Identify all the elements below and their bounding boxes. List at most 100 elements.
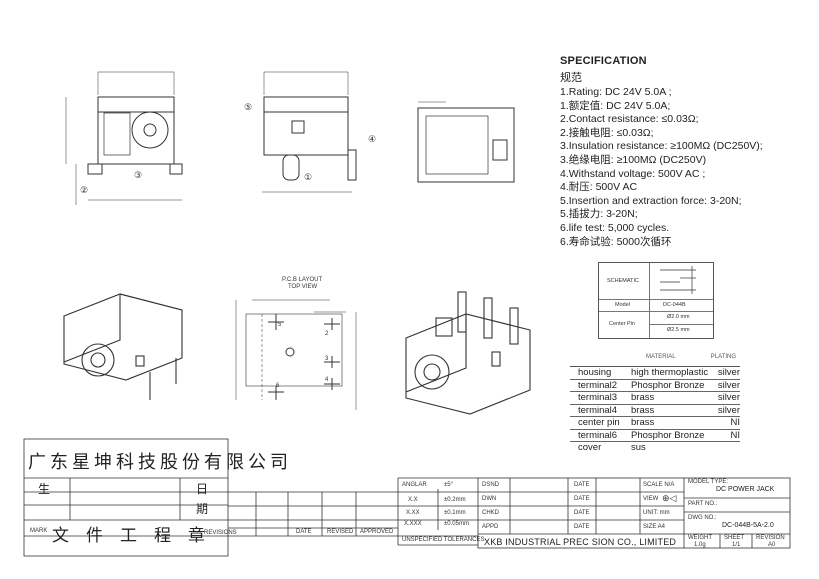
material-name: brass [631, 392, 655, 403]
stamp-date-qi: 期 [196, 502, 209, 516]
revisions-mark-label: MARK [30, 528, 48, 534]
material-plating: silver [717, 404, 740, 416]
weight-value: 1.0g [694, 542, 706, 548]
title-block-frame [23, 438, 791, 557]
signoff-date-label: DATE [574, 510, 590, 516]
weight-label: WEIGHT [688, 535, 712, 541]
spec-line: 1.额定值: DC 24V 5.0A; [560, 99, 671, 112]
material-name: Phosphor Bronze [631, 379, 705, 391]
chkd-label: CHKD [482, 510, 500, 516]
tolerance-label: X.XXX [404, 521, 422, 527]
material-plating: NI [730, 417, 741, 428]
pcb-pin-5: 5 [278, 322, 282, 328]
stamp-sheng: 生 [38, 482, 51, 496]
revised-label: REVISED [327, 529, 354, 535]
material-plating: silver [717, 392, 740, 403]
pcb-layout-subtitle: TOP VIEW [288, 284, 318, 290]
isometric-view-right [405, 291, 531, 415]
schematic-model-value: DC-044B [663, 302, 686, 308]
dsnd-label: DSND [482, 482, 500, 488]
table-row: terminal3 brass silver [570, 392, 740, 405]
sheet-value: 1/1 [732, 542, 741, 548]
schematic-model-label: Model [615, 302, 630, 308]
isometric-view-left [63, 293, 183, 400]
pcb-pin-2: 2 [325, 331, 329, 337]
pcb-pin-4: 4 [325, 377, 329, 383]
revision-date-label: DATE [296, 529, 312, 535]
tolerance-value: ±0.2mm [444, 497, 466, 503]
material-part: terminal6 [578, 429, 618, 441]
doc-stamp-char: 章 [188, 526, 205, 546]
part-no-label: PART NO.: [688, 501, 718, 507]
spec-line: 2.Contact resistance: ≤0.03Ω; [560, 113, 699, 126]
schematic-label: SCHEMATIC [607, 278, 639, 284]
materials-header: MATERIAL PLATING [570, 354, 740, 367]
revisions-label: REVISIONS [204, 530, 237, 536]
callout-5: ⑤ [244, 102, 253, 112]
material-part: cover [578, 442, 602, 453]
side-view-drawing [262, 71, 357, 193]
schematic-symbol [660, 266, 696, 294]
schematic-center-pin-label: Center Pin [609, 321, 635, 327]
material-part: center pin [578, 417, 620, 428]
unit-label: UNIT: mm [643, 510, 670, 516]
material-plating: silver [717, 367, 740, 378]
spec-line: 5.插拔力: 3-20N; [560, 208, 638, 221]
dwg-no-value: DC-044B-5A-2.0 [722, 522, 774, 529]
doc-stamp-char: 文 [52, 526, 69, 546]
callout-2: ② [80, 185, 89, 195]
tolerance-angle-value: ±5° [444, 482, 454, 488]
callout-4: ④ [368, 134, 377, 144]
spec-line: 4.耐压: 500V AC [560, 181, 638, 194]
spec-line: 6.life test: 5,000 cycles. [560, 221, 670, 234]
company-name-en: XKB INDUSTRIAL PREC SION CO., LIMITED [484, 537, 677, 547]
material-plating: silver [717, 379, 740, 391]
doc-stamp-char: 工 [120, 526, 137, 546]
pcb-layout-drawing [235, 299, 357, 410]
scale-label: SCALE N/A [643, 482, 675, 488]
material-plating: NI [730, 429, 741, 441]
spec-heading-cn: 规范 [560, 72, 582, 84]
materials-header-material: MATERIAL [646, 354, 676, 360]
unspecified-tolerances-label: UNSPECIFIED TOLERANCES [402, 537, 485, 543]
stamp-date-ri: 日 [196, 482, 209, 496]
model-type-value: DC POWER JACK [716, 486, 775, 493]
appd-label: APPD [482, 524, 499, 530]
pcb-pin-6: 6 [276, 383, 280, 389]
signoff-date-label: DATE [574, 482, 590, 488]
material-part: terminal3 [578, 392, 618, 403]
tolerance-value: ±0.1mm [444, 510, 466, 516]
doc-stamp-char: 程 [154, 526, 171, 546]
revision-label: REVISION [756, 535, 785, 541]
tolerance-angle-label: ANGLAR [402, 482, 427, 488]
dwg-no-label: DWG NO.: [688, 515, 717, 521]
revision-value: A0 [768, 542, 776, 548]
material-part: terminal4 [578, 404, 618, 416]
spec-line: 4.Withstand voltage: 500V AC ; [560, 167, 706, 180]
materials-table: MATERIAL PLATING housing high thermoplas… [570, 354, 740, 454]
front-view-drawing [65, 71, 183, 205]
size-label: SIZE A4 [643, 524, 666, 530]
approved-label: APPROVED [360, 529, 394, 535]
material-part: housing [578, 367, 612, 378]
spec-line: 3.Insulation resistance: ≥100MΩ (DC250V)… [560, 140, 763, 153]
table-row: center pin brass NI [570, 417, 740, 430]
spec-line: 3.绝缘电阻: ≥100MΩ (DC250V) [560, 153, 707, 166]
company-name-cn: 广东星坤科技股份有限公司 [28, 452, 292, 473]
pcb-pin-3: 3 [325, 356, 329, 362]
pcb-layout-title: P.C.B LAYOUT [282, 277, 323, 283]
material-name: brass [631, 404, 655, 416]
projection-icon: ⊕◁ [662, 493, 677, 503]
spec-line: 1.Rating: DC 24V 5.0A ; [560, 86, 672, 98]
spec-line: 6.寿命试验: 5000次循环 [560, 235, 672, 248]
material-name: brass [631, 417, 655, 428]
specification-block: SPECIFICATION 规范 1.Rating: DC 24V 5.0A ;… [560, 55, 810, 249]
table-row: housing high thermoplastic silver [570, 367, 740, 380]
spec-line: 2.接触电阻: ≤0.03Ω; [560, 126, 654, 139]
table-row: cover sus [570, 442, 740, 454]
doc-stamp-char: 件 [86, 526, 103, 546]
table-row: terminal6 Phosphor Bronze NI [570, 429, 741, 442]
material-name: sus [631, 442, 646, 453]
callout-1: ① [304, 172, 313, 182]
